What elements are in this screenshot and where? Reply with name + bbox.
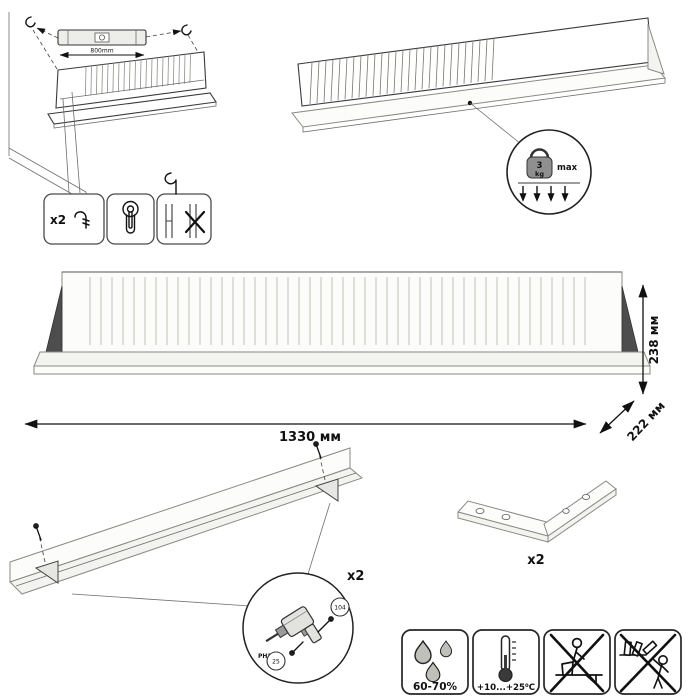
shelf-sketch [47, 51, 217, 129]
bracket-arm-right [543, 480, 617, 537]
assembly-diagram: x2 PH2 104 25 [9, 441, 364, 684]
height-dimension: 238 мм [638, 284, 661, 395]
load-value: 3 [537, 161, 543, 171]
no-sitting-box [543, 629, 611, 695]
humidity-label: 60-70% [413, 681, 458, 693]
shelf-board-top [33, 351, 651, 367]
wall-hook-right-icon [181, 24, 192, 36]
hardware-box-hooks [43, 193, 105, 245]
no-overload-box [614, 629, 682, 695]
load-arrows-icon [519, 186, 569, 202]
bracket-diagram: x2 [457, 480, 617, 568]
keyhole-hanger-icon [122, 200, 139, 234]
screw-a-label: 104 [334, 605, 346, 612]
flipped-panel [9, 467, 364, 595]
assembly-bracket-left [33, 523, 59, 584]
bit-label: PH2 [258, 653, 272, 660]
drill-icon [265, 606, 322, 644]
wall-mounting-diagram: 800mm x2 [8, 12, 217, 245]
assembly-qty-label: x2 [347, 569, 364, 584]
left-bracket [45, 285, 63, 353]
leader-down-right [187, 34, 199, 53]
tools-callout: PH2 104 25 [242, 572, 354, 684]
kettlebell-icon: 3 kg [526, 148, 553, 179]
screw-icon [317, 616, 334, 633]
screw-icon [289, 641, 304, 656]
shelf-load-diagram: 3 kg max [291, 17, 666, 215]
callout-line [307, 502, 331, 575]
callout-line [71, 593, 251, 607]
screw-callout-b: 25 [266, 641, 304, 671]
leader-right [145, 29, 182, 38]
right-bracket [621, 285, 639, 353]
humidity-box: 60-70% [401, 629, 469, 695]
bracket-hole [501, 514, 511, 521]
hardware-box-mounting [156, 193, 212, 245]
load-unit: kg [535, 170, 544, 178]
width-dimension: 1330 мм [24, 419, 587, 445]
no-overload-icon [619, 640, 669, 689]
hardware-qty-label: x2 [50, 213, 66, 227]
thermometer-icon [498, 635, 516, 683]
flipped-ledge [9, 447, 351, 583]
usage-conditions: 60-70% +10...+25⁰C [401, 629, 682, 695]
screw-icon [313, 441, 322, 459]
temperature-label: +10...+25⁰C [477, 683, 535, 693]
mount-orientation-icon [164, 172, 206, 238]
leader-left [36, 27, 59, 39]
prohibition-x-icon [619, 633, 677, 693]
pointer-line [71, 91, 81, 194]
bracket-hole [582, 493, 591, 500]
back-panel [61, 271, 623, 353]
load-max-label: max [557, 163, 578, 173]
shelf-board-front [33, 365, 651, 375]
pointer-line [62, 98, 70, 194]
wrong-mount-x-icon [184, 210, 206, 234]
leader-down-left [32, 29, 58, 70]
width-label: 1330 мм [279, 430, 341, 445]
bracket-qty-label: x2 [527, 553, 544, 568]
bracket-hole [475, 507, 485, 514]
bracket-gusset [647, 23, 665, 75]
assembly-bracket-right [313, 441, 339, 502]
wall-hook-left-icon [25, 16, 36, 28]
bracket-hole [562, 508, 570, 514]
callout-line [469, 102, 522, 145]
screw-hook-icon [74, 211, 90, 229]
height-label: 238 мм [647, 316, 661, 365]
spirit-level-icon [57, 29, 147, 46]
hardware-box-keyhole [106, 193, 155, 245]
prohibition-x-icon [549, 633, 605, 693]
product-front-view: 1330 мм 238 мм 222 мм [24, 271, 668, 445]
screw-b-label: 25 [272, 659, 280, 666]
load-limit-callout: 3 kg max [506, 129, 592, 215]
screw-icon [33, 523, 42, 541]
screw-callout-a: 104 [317, 597, 350, 633]
depth-label: 222 мм [624, 399, 668, 444]
depth-dimension: 222 мм [599, 399, 668, 444]
temperature-box: +10...+25⁰C [472, 629, 540, 695]
hook-spacing-label: 800mm [90, 48, 113, 55]
